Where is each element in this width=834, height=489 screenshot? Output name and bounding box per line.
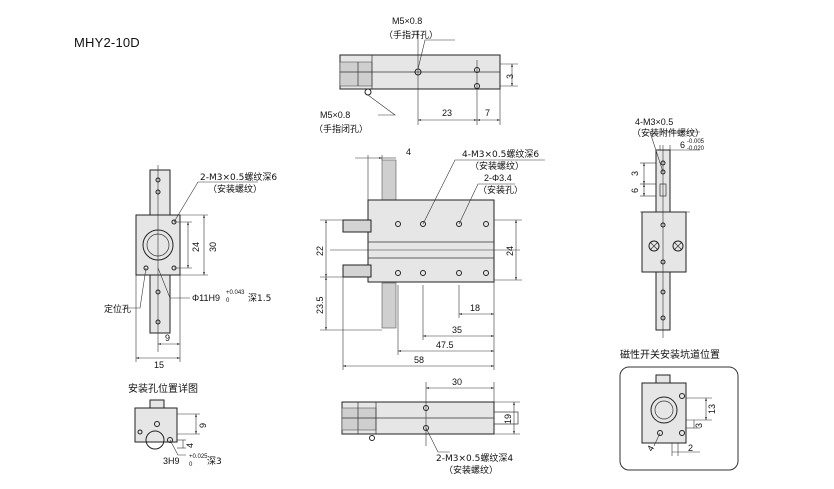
switch-view: 磁性开关安装坑道位置 13 3 2 4 [619,348,739,471]
detail-hole-tol-lower: 0 [189,462,193,468]
top-close-size: M5×0.8 [320,110,350,120]
front-dim-35: 35 [452,325,462,335]
right-dim-6b: 6 [630,188,640,193]
left-pin-label: 定位孔 [104,303,131,315]
right-tol-upper: -0.005 [687,139,705,145]
switch-frame [619,366,739,471]
model-label: MHY2-10D [74,35,140,50]
bottom-dim-19: 19 [503,414,513,424]
left-tap-size: 2-M3×0.5螺纹深6 [200,171,277,183]
cross-marker-right [672,240,684,252]
left-dim-9: 9 [165,333,170,343]
left-bore: Φ11H9 [192,293,220,303]
detail-title: 安装孔位置详图 [128,382,198,395]
front-tap-size: 4-M3×0.5螺纹深6 [462,148,539,160]
cross-marker-left [648,240,660,252]
top-dim-3: 3 [505,74,515,79]
right-tap-size: 4-M3×0.5 [635,117,673,127]
front-dim-18: 18 [470,303,480,313]
detail-hole-tol-upper: +0.025 [189,454,208,460]
front-dim-4: 4 [406,147,411,157]
right-dim-3: 3 [630,171,640,176]
front-dim-47-5: 47.5 [436,340,454,350]
right-dim-6: 6 [680,140,685,150]
top-dim-23: 23 [442,108,452,118]
left-view: 2-M3×0.5螺纹深6 （安装螺纹） 30 24 定位孔 Φ11H9 +0.0… [104,165,277,370]
front-dim-24: 24 [505,246,515,256]
right-tap-desc: （安装附件螺纹） [632,127,704,139]
bottom-dim-30: 30 [452,377,462,387]
detail-hole-depth: 深3 [207,456,222,467]
front-view: 4 4-M3×0.5螺纹深6 （安装螺纹） 2-Φ3.4 （安装孔） 22 23… [315,147,545,370]
left-bore-tol-lower: 0 [226,298,230,304]
top-view: M5×0.8 （手指开孔） M5×0.8 （手指闭孔） 3 23 7 [314,16,518,135]
left-bore-depth: 深1.5 [248,293,271,304]
front-hole-size: 2-Φ3.4 [484,173,512,183]
front-tap-desc: （安装螺纹） [470,160,524,172]
bottom-tap-desc: （安装螺纹） [444,464,498,476]
detail-hole: 3H9 [163,456,180,466]
detail-dim-9: 9 [198,423,208,428]
top-finger-left [339,61,373,87]
switch-dim-2: 2 [688,443,693,453]
detail-view: 安装孔位置详图 9 4 3H9 +0.025 0 深3 [128,382,222,468]
top-dim-7: 7 [485,108,490,118]
switch-title: 磁性开关安装坑道位置 [620,348,720,361]
left-dim-15: 15 [154,360,164,370]
top-open-desc: （手指开孔） [384,29,438,41]
right-tol-lower: -0.020 [687,146,705,152]
switch-dim-13: 13 [707,404,717,414]
bottom-view: 30 19 2-M3×0.5螺纹深4 （安装螺纹） [341,377,520,476]
top-open-size: M5×0.8 [392,16,422,26]
left-dim-30: 30 [208,242,218,252]
front-dim-23-5: 23.5 [315,296,325,314]
left-dim-24: 24 [191,242,201,252]
close-port [364,88,372,96]
bottom-tap-size: 2-M3×0.5螺纹深4 [436,452,513,464]
front-dim-22: 22 [315,246,325,256]
left-bore-tol-upper: +0.043 [226,290,245,296]
front-hole-desc: （安装孔） [478,184,523,196]
front-dim-58: 58 [414,355,424,365]
right-view: 4-M3×0.5 （安装附件螺纹） 6 -0.005 -0.020 3 6 [630,117,705,338]
left-tap-desc: （安装螺纹） [208,183,262,195]
switch-dim-4: 4 [645,444,656,453]
switch-dim-3: 3 [694,423,704,428]
top-close-desc: （手指闭孔） [314,123,368,135]
detail-dim-4: 4 [185,443,195,448]
